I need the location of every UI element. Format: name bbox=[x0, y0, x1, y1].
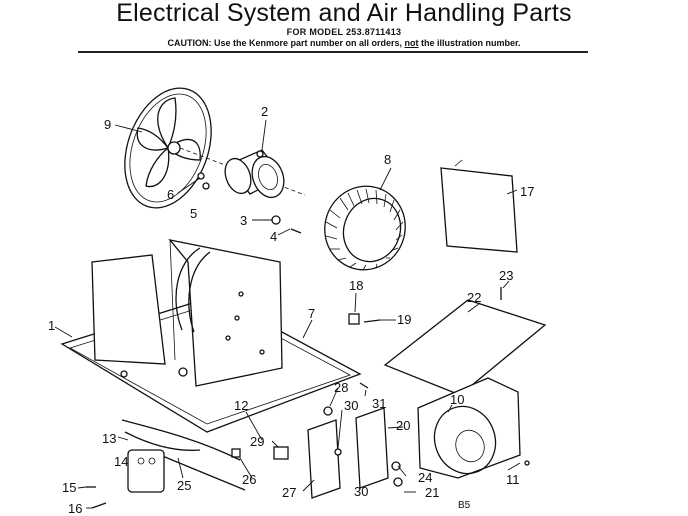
switch-28 bbox=[323, 406, 333, 416]
callout-21: 21 bbox=[425, 485, 439, 500]
nut-6 bbox=[197, 172, 205, 180]
callout-labels: 1 2 3 4 5 6 7 8 9 10 11 12 13 14 15 16 1… bbox=[48, 104, 534, 516]
terminal-block-29 bbox=[273, 446, 289, 460]
callout-14: 14 bbox=[114, 454, 128, 469]
fan-blade bbox=[124, 87, 212, 209]
panel-tab bbox=[454, 159, 463, 167]
control-box-27 bbox=[307, 419, 341, 499]
motor bbox=[224, 149, 285, 199]
callout-22: 22 bbox=[467, 290, 481, 305]
callout-26: 26 bbox=[242, 472, 256, 487]
callout-30-lower: 30 bbox=[354, 484, 368, 499]
clip-31 bbox=[359, 382, 369, 389]
callout-27: 27 bbox=[282, 485, 296, 500]
capacitor-14 bbox=[127, 449, 165, 493]
callout-16: 16 bbox=[68, 501, 82, 516]
power-cord-25 bbox=[159, 454, 246, 491]
base-pan bbox=[60, 238, 362, 433]
callout-23: 23 bbox=[499, 268, 513, 283]
callout-13: 13 bbox=[102, 431, 116, 446]
callout-7: 7 bbox=[308, 306, 315, 321]
divider-panel bbox=[383, 299, 547, 396]
knob-30 bbox=[334, 448, 342, 456]
leader-lines bbox=[54, 119, 521, 509]
caution-suffix: the illustration number. bbox=[421, 38, 521, 48]
cord-13 bbox=[124, 431, 201, 451]
knob-24 bbox=[391, 461, 401, 471]
callout-6: 6 bbox=[167, 187, 174, 202]
callout-24: 24 bbox=[418, 470, 432, 485]
callout-28: 28 bbox=[334, 380, 348, 395]
scroll-housing bbox=[417, 377, 530, 479]
callout-30-upper: 30 bbox=[344, 398, 358, 413]
bracket-18 bbox=[348, 313, 360, 325]
callout-9: 9 bbox=[104, 117, 111, 132]
knob-21 bbox=[393, 477, 403, 487]
header-rule bbox=[78, 51, 588, 53]
callout-17: 17 bbox=[520, 184, 534, 199]
page-title: Electrical System and Air Handling Parts bbox=[116, 0, 572, 27]
caution-prefix: CAUTION: Use the Kenmore part number on … bbox=[167, 38, 402, 48]
wire-harness-12 bbox=[121, 419, 241, 461]
callout-8: 8 bbox=[384, 152, 391, 167]
callout-31: 31 bbox=[372, 396, 386, 411]
callout-10: 10 bbox=[450, 392, 464, 407]
knob-19 bbox=[363, 319, 381, 323]
blower-wheel bbox=[324, 185, 406, 271]
page-code: B5 bbox=[458, 500, 471, 511]
callout-2: 2 bbox=[261, 104, 268, 119]
side-panel bbox=[440, 167, 518, 253]
callout-3: 3 bbox=[240, 213, 247, 228]
caution-not: not bbox=[404, 38, 419, 48]
model-number-line: FOR MODEL 253.8711413 bbox=[286, 27, 402, 37]
callout-5: 5 bbox=[190, 206, 197, 221]
callout-11: 11 bbox=[506, 472, 520, 487]
washer-5 bbox=[202, 182, 210, 190]
callout-20: 20 bbox=[396, 418, 410, 433]
callout-1: 1 bbox=[48, 318, 55, 333]
screw-16 bbox=[91, 502, 107, 509]
callout-12: 12 bbox=[234, 398, 248, 413]
callout-29: 29 bbox=[250, 434, 264, 449]
callout-18: 18 bbox=[349, 278, 363, 293]
mount-3 bbox=[271, 215, 281, 225]
callout-15: 15 bbox=[62, 480, 76, 495]
connector-26 bbox=[231, 448, 241, 458]
callout-4: 4 bbox=[270, 229, 277, 244]
control-plate-20 bbox=[355, 407, 389, 489]
screw-4 bbox=[290, 228, 302, 234]
caution-note: CAUTION: Use the Kenmore part number on … bbox=[0, 38, 688, 48]
callout-25: 25 bbox=[177, 478, 191, 493]
callout-19: 19 bbox=[397, 312, 411, 327]
